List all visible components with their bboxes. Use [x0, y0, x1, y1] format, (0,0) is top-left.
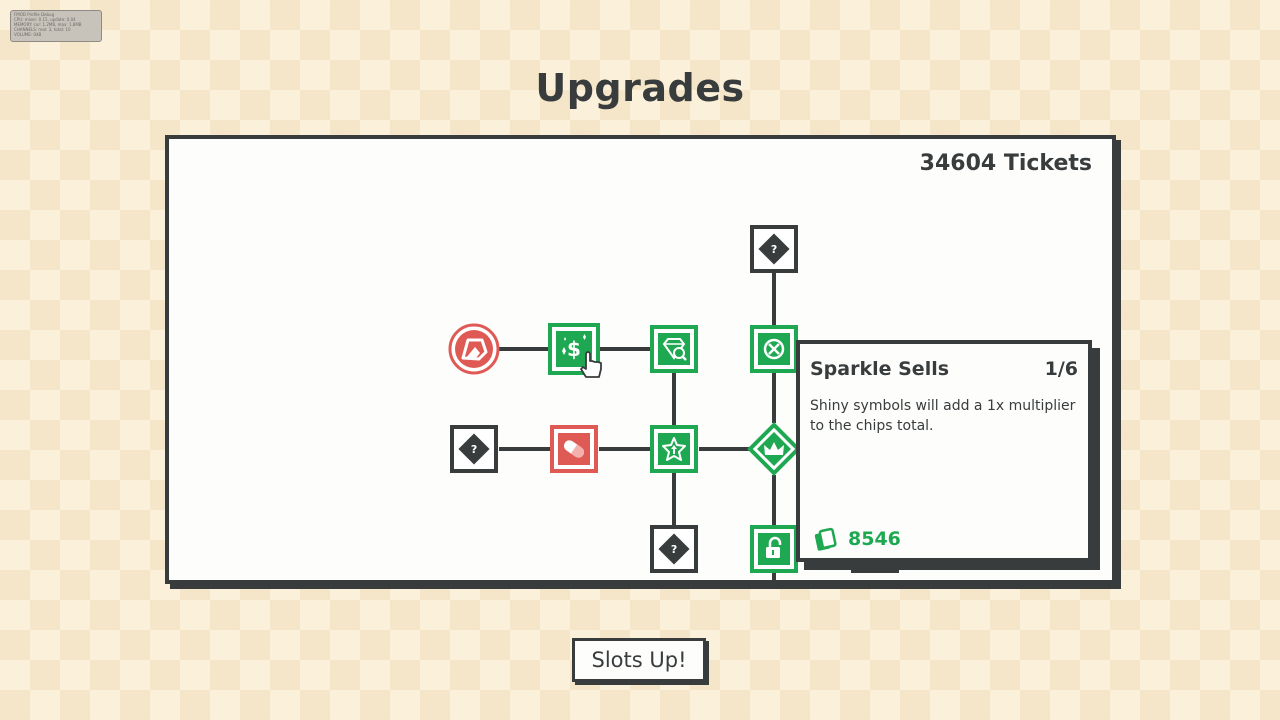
- debug-line: MEMORY: cur: 1.2MB, max: 1.8MB: [14, 22, 82, 27]
- svg-text:$: $: [567, 337, 581, 361]
- question-icon: ?: [471, 443, 477, 456]
- page-title: Upgrades: [535, 66, 745, 110]
- upgrade-node-unlock[interactable]: [750, 525, 798, 573]
- upgrade-node-unknown-left[interactable]: ?: [450, 425, 498, 473]
- pickaxe-icon: [461, 338, 488, 361]
- upgrade-node-unknown-top[interactable]: ?: [750, 225, 798, 273]
- star-arrow-icon: [662, 437, 686, 461]
- upgrade-node-star-arrow[interactable]: [650, 425, 698, 473]
- crown-icon: [764, 442, 784, 455]
- upgrade-level: 1/6: [1044, 358, 1078, 380]
- sparkle-dollar-icon: $: [562, 334, 586, 361]
- upgrade-node-crown[interactable]: [747, 422, 801, 476]
- hand-cursor-icon: [580, 351, 602, 378]
- upgrade-node-pill[interactable]: [550, 425, 598, 473]
- question-icon: ?: [771, 243, 777, 256]
- card-icon: [814, 527, 837, 551]
- question-icon: ?: [671, 543, 677, 556]
- gem-magnify-icon: [662, 338, 687, 361]
- debug-line: VOLUME: 0dB: [14, 32, 42, 37]
- upgrade-name: Sparkle Sells: [810, 358, 950, 380]
- no-symbol-icon: [763, 338, 785, 360]
- debug-title: FMOD Profile Debug: [14, 12, 55, 17]
- debug-line: CPU: mixer: 0.15, update: 0.04: [14, 17, 76, 22]
- debug-line: CHANNELS: real: 3, total: 10: [14, 27, 71, 32]
- unlock-icon: [766, 536, 782, 558]
- tooltip-tab: [851, 566, 899, 573]
- upgrade-node-sparkle-sells[interactable]: $: [548, 323, 602, 378]
- upgrade-node-unknown-bottom[interactable]: ?: [650, 525, 698, 573]
- upgrade-description: Shiny symbols will add a 1x multiplier t…: [810, 398, 1076, 434]
- upgrade-node-no-symbol[interactable]: [750, 325, 798, 373]
- pill-icon: [563, 440, 585, 458]
- upgrade-node-pickaxe[interactable]: [448, 323, 500, 375]
- tree-connectors: [499, 273, 776, 584]
- upgrade-node-gem-inspect[interactable]: [650, 325, 698, 373]
- upgrade-cost: 8546: [848, 528, 901, 550]
- debug-overlay: FMOD Profile Debug CPU: mixer: 0.15, upd…: [10, 10, 102, 42]
- slots-up-button[interactable]: Slots Up!: [572, 638, 706, 682]
- tickets-counter: 34604 Tickets: [919, 151, 1092, 176]
- upgrade-tooltip: Sparkle Sells 1/6 Shiny symbols will add…: [796, 340, 1092, 562]
